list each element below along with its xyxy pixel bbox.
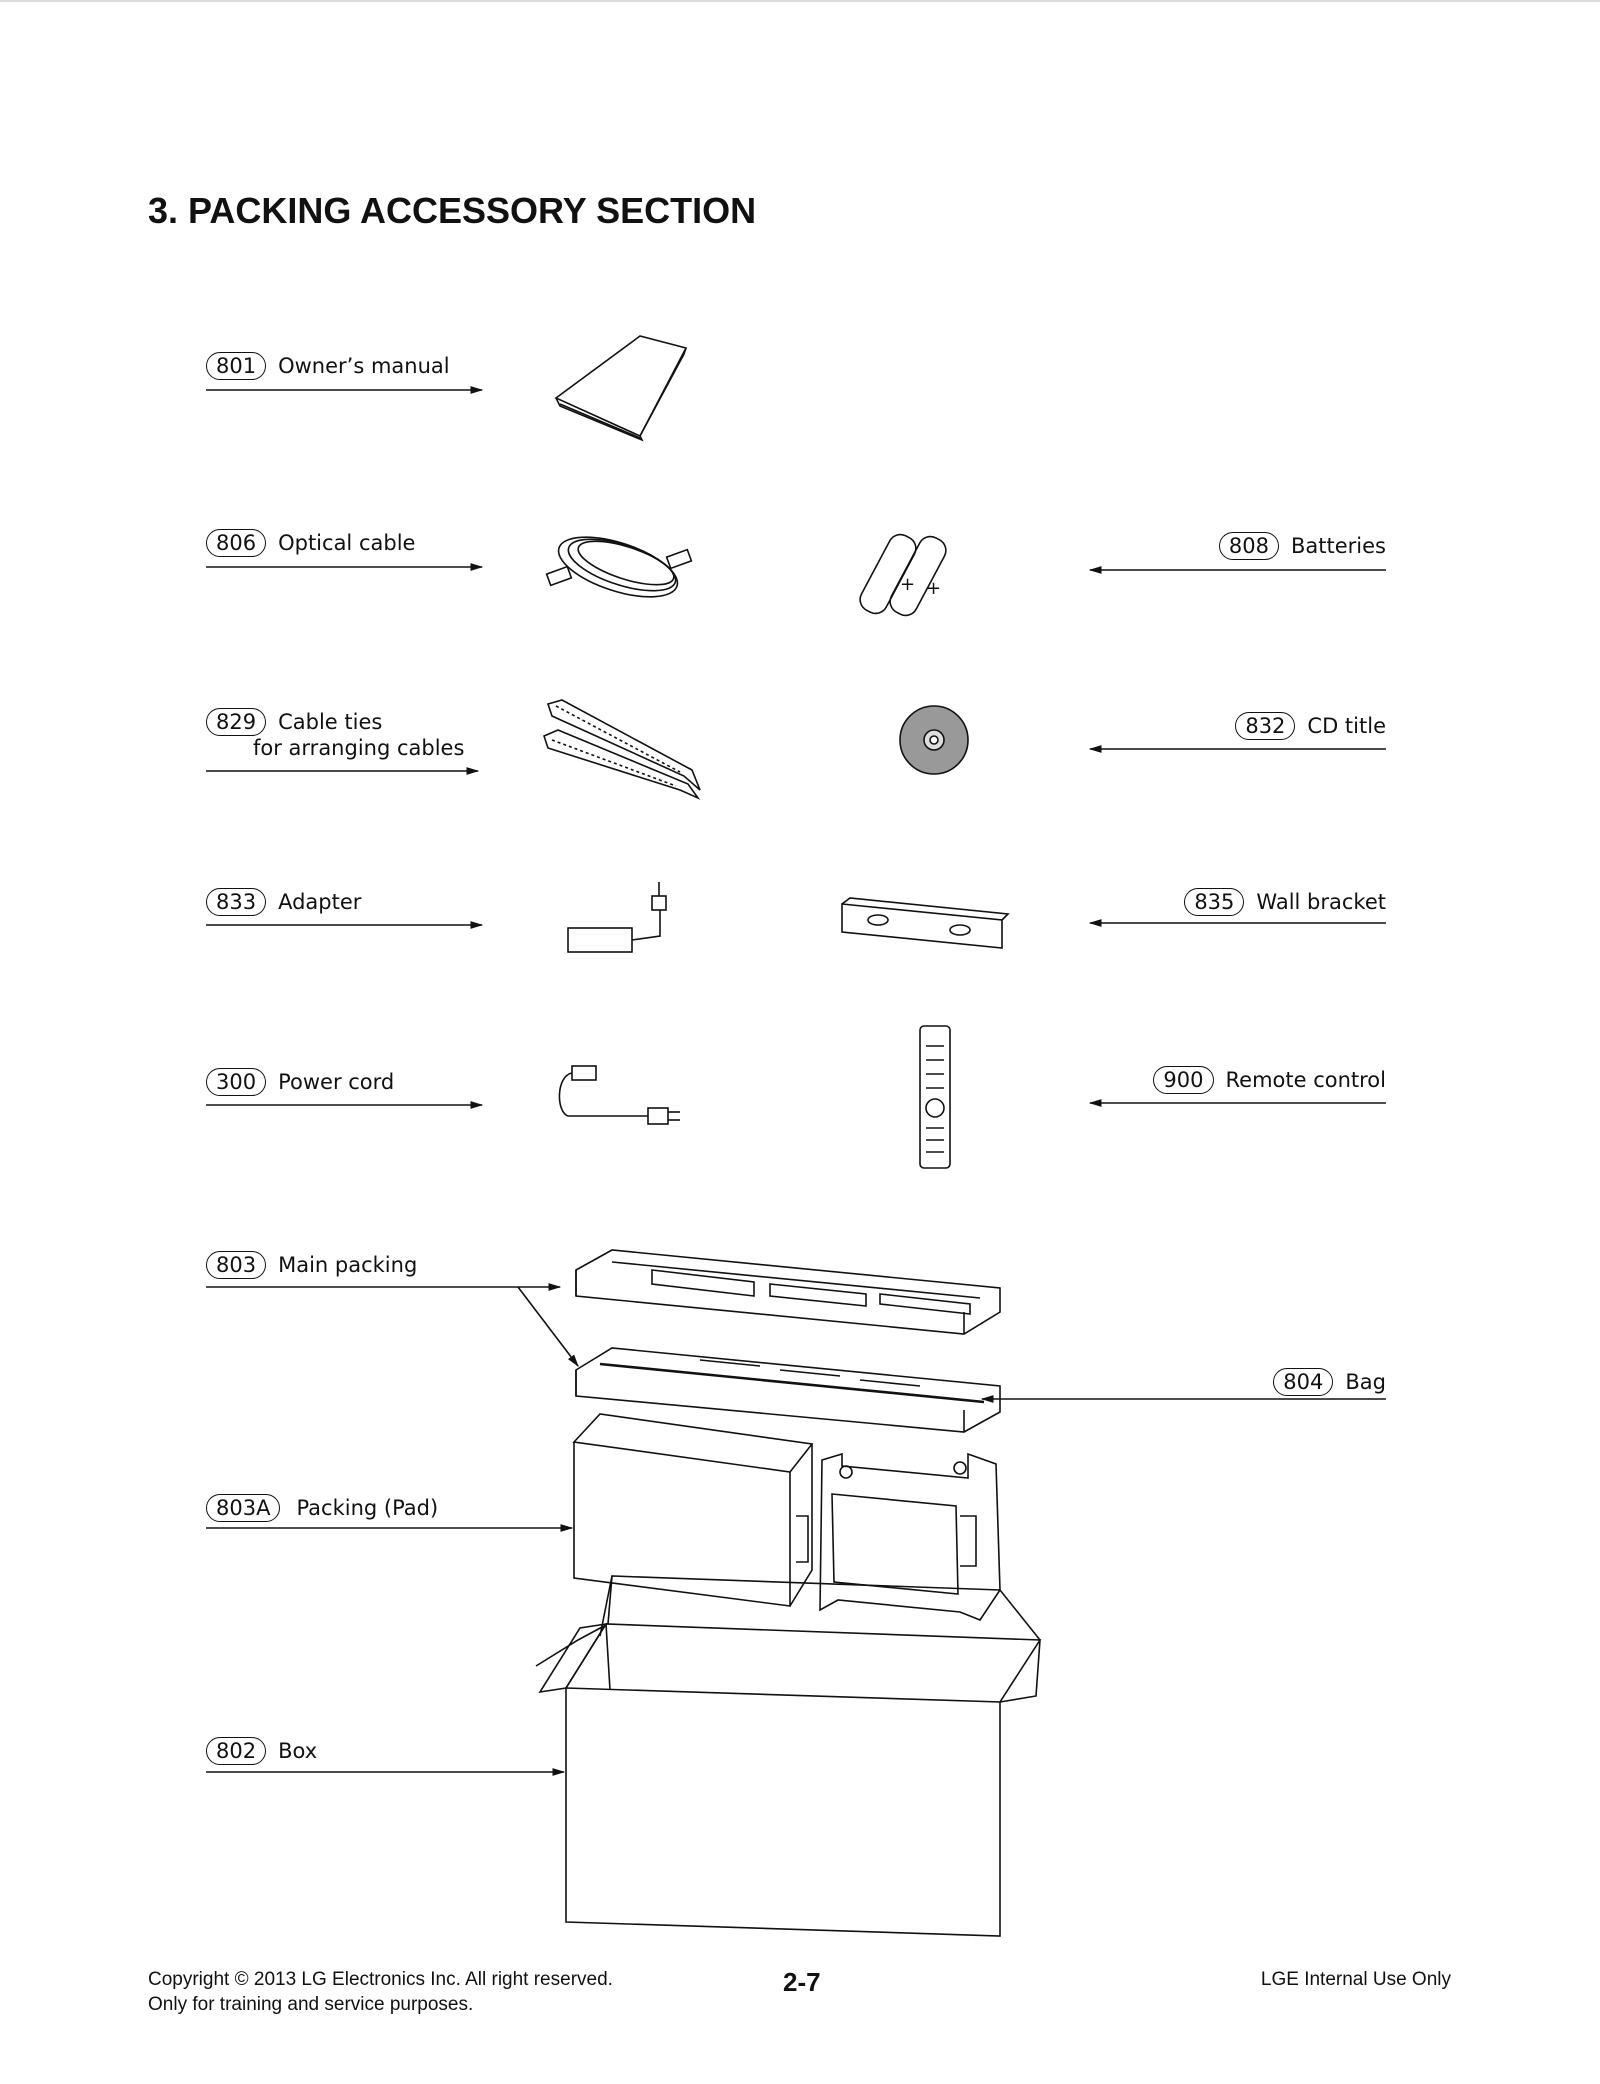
part-name: Wall bracket (1256, 890, 1386, 914)
label-833: 833 Adapter (206, 888, 361, 916)
part-number: 804 (1273, 1368, 1334, 1396)
part-number: 833 (206, 888, 267, 916)
label-801: 801 Owner’s manual (206, 352, 450, 380)
owners-manual-illustration (554, 335, 688, 442)
part-name: CD title (1307, 714, 1386, 738)
part-number: 801 (206, 352, 267, 380)
part-name: Bag (1345, 1370, 1386, 1394)
cable-ties-illustration (543, 699, 701, 800)
part-number: 300 (206, 1068, 267, 1096)
footer-copyright: Copyright © 2013 LG Electronics Inc. All… (148, 1969, 613, 1990)
part-name: Cable ties (278, 710, 383, 734)
cd-illustration (899, 705, 969, 775)
label-835: 835 Wall bracket (1184, 888, 1386, 916)
part-name-line2: for arranging cables (253, 736, 465, 760)
part-name: Optical cable (278, 531, 416, 555)
svg-text:+: + (900, 574, 915, 595)
part-name: Adapter (278, 890, 362, 914)
adapter-illustration (567, 882, 667, 953)
footer-training-note: Only for training and service purposes. (148, 1994, 474, 2015)
label-900: 900 Remote control (1153, 1066, 1386, 1094)
part-name: Owner’s manual (278, 354, 450, 378)
part-name: Power cord (278, 1070, 395, 1094)
power-cord-illustration (558, 1065, 680, 1125)
main-packing-illustration (575, 1249, 1001, 1433)
part-number: 832 (1235, 712, 1296, 740)
batteries-illustration: + + (859, 533, 947, 617)
part-name: Box (278, 1739, 318, 1763)
footer-internal-use: LGE Internal Use Only (1260, 1969, 1451, 1990)
part-number: 806 (206, 529, 267, 557)
label-806: 806 Optical cable (206, 529, 415, 557)
label-802: 802 Box (206, 1737, 317, 1765)
part-name: Batteries (1291, 534, 1386, 558)
box-illustration (535, 1575, 1042, 1937)
label-829: 829 Cable ties (206, 708, 382, 736)
label-300: 300 Power cord (206, 1068, 394, 1096)
label-803: 803 Main packing (206, 1251, 417, 1279)
part-number: 803 (206, 1251, 267, 1279)
label-808: 808 Batteries (1218, 532, 1386, 560)
packing-pad-illustration (572, 1413, 1001, 1621)
section-title: 3. PACKING ACCESSORY SECTION (148, 190, 757, 231)
part-number: 808 (1218, 532, 1279, 560)
part-number: 829 (206, 708, 267, 736)
part-name: Packing (Pad) (296, 1496, 439, 1520)
page-number: 2-7 (783, 1967, 821, 1997)
part-name: Remote control (1225, 1068, 1387, 1092)
part-number: 802 (206, 1737, 267, 1765)
wall-bracket-illustration (841, 897, 1010, 949)
leader-803-b (517, 1286, 579, 1368)
label-803A: 803A Packing (Pad) (206, 1494, 438, 1522)
part-name: Main packing (278, 1253, 418, 1277)
part-number: 803A (206, 1494, 281, 1522)
part-number: 900 (1153, 1066, 1214, 1094)
optical-cable-illustration (545, 536, 693, 598)
remote-control-illustration (919, 1025, 951, 1169)
svg-text:+: + (926, 578, 941, 599)
part-number: 835 (1184, 888, 1245, 916)
label-804: 804 Bag (1273, 1368, 1386, 1396)
label-832: 832 CD title (1235, 712, 1386, 740)
